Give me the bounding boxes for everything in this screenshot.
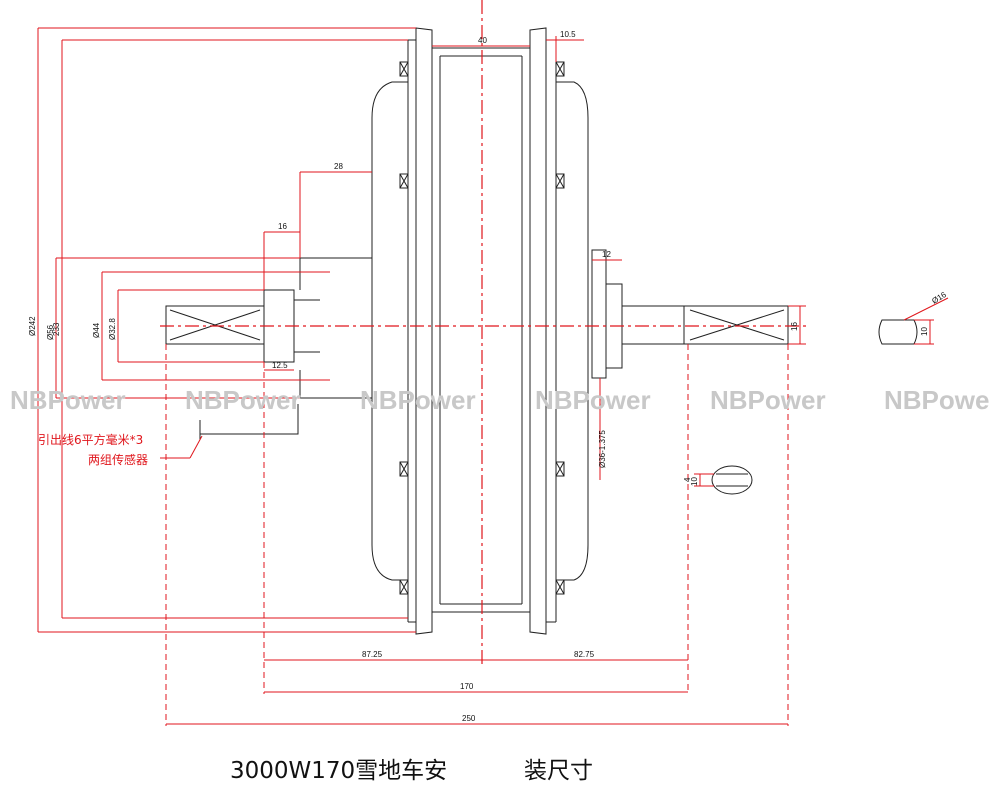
dim-right-12: 12: [602, 250, 611, 259]
motor-outline: [165, 27, 918, 635]
dim-flat-d16: Ø16: [930, 290, 948, 306]
note-line-1: 引出线6平方毫米*3: [38, 432, 143, 447]
note-line-2: 两组传感器: [88, 452, 148, 467]
dim-flat-10: 10: [920, 327, 929, 336]
dim-right-82-75: 82.75: [574, 650, 595, 659]
watermark-5: NBPower: [710, 385, 826, 415]
watermark-1: NBPower: [10, 385, 126, 415]
caption-model: 3000W170雪地车安: [230, 758, 447, 784]
dim-span-250: 250: [462, 714, 476, 723]
dim-d242: Ø242: [28, 316, 37, 336]
dimension-lines: [37, 0, 949, 726]
dim-span-170: 170: [460, 682, 474, 691]
dim-stub-12-5: 12.5: [272, 361, 288, 370]
dim-hub-28: 28: [334, 162, 343, 171]
watermark-6: NBPowe: [884, 385, 989, 415]
bolt-marks: [399, 61, 565, 595]
dim-left-87-25: 87.25: [362, 650, 383, 659]
dim-233: 233: [52, 322, 61, 336]
caption-suffix: 装尺寸: [524, 758, 593, 784]
watermark-row: NBPower NBPower NBPower NBPower NBPower …: [10, 385, 989, 415]
dim-key-10: 10: [690, 477, 699, 486]
dim-d32-8: Ø32.8: [108, 318, 117, 340]
dim-top-rim: 10.5: [560, 30, 576, 39]
lead-wire-note: 引出线6平方毫米*3 两组传感器: [38, 432, 148, 467]
dim-d56: Ø56: [46, 324, 55, 340]
dim-shaft-16: 16: [790, 322, 799, 331]
dim-hub-16: 16: [278, 222, 287, 231]
watermark-3: NBPower: [360, 385, 476, 415]
watermark-2: NBPower: [185, 385, 301, 415]
dim-key-4: 4: [683, 477, 692, 482]
dim-top-width: 40: [478, 36, 487, 45]
dim-bearing: Ø36-1.375: [598, 430, 607, 468]
dim-d44: Ø44: [92, 322, 101, 338]
watermark-4: NBPower: [535, 385, 651, 415]
caption: 3000W170雪地车安 装尺寸: [230, 758, 593, 784]
